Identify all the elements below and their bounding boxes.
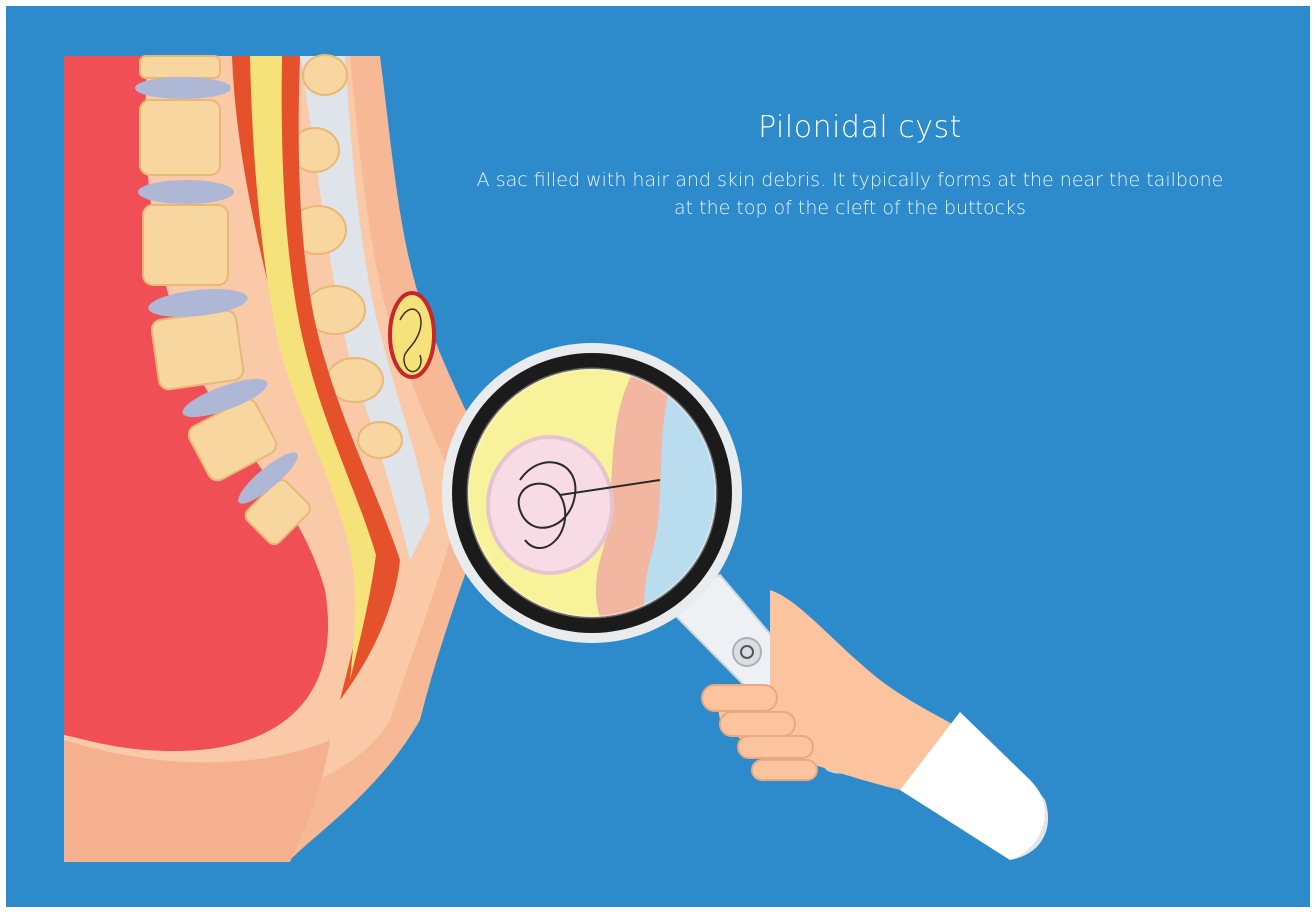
power-button-icon — [733, 638, 761, 666]
diagram-title: Pilonidal cyst — [660, 110, 1060, 145]
skin-cyst — [390, 293, 434, 377]
diagram-description: A sac filled with hair and skin debris. … — [470, 166, 1230, 222]
